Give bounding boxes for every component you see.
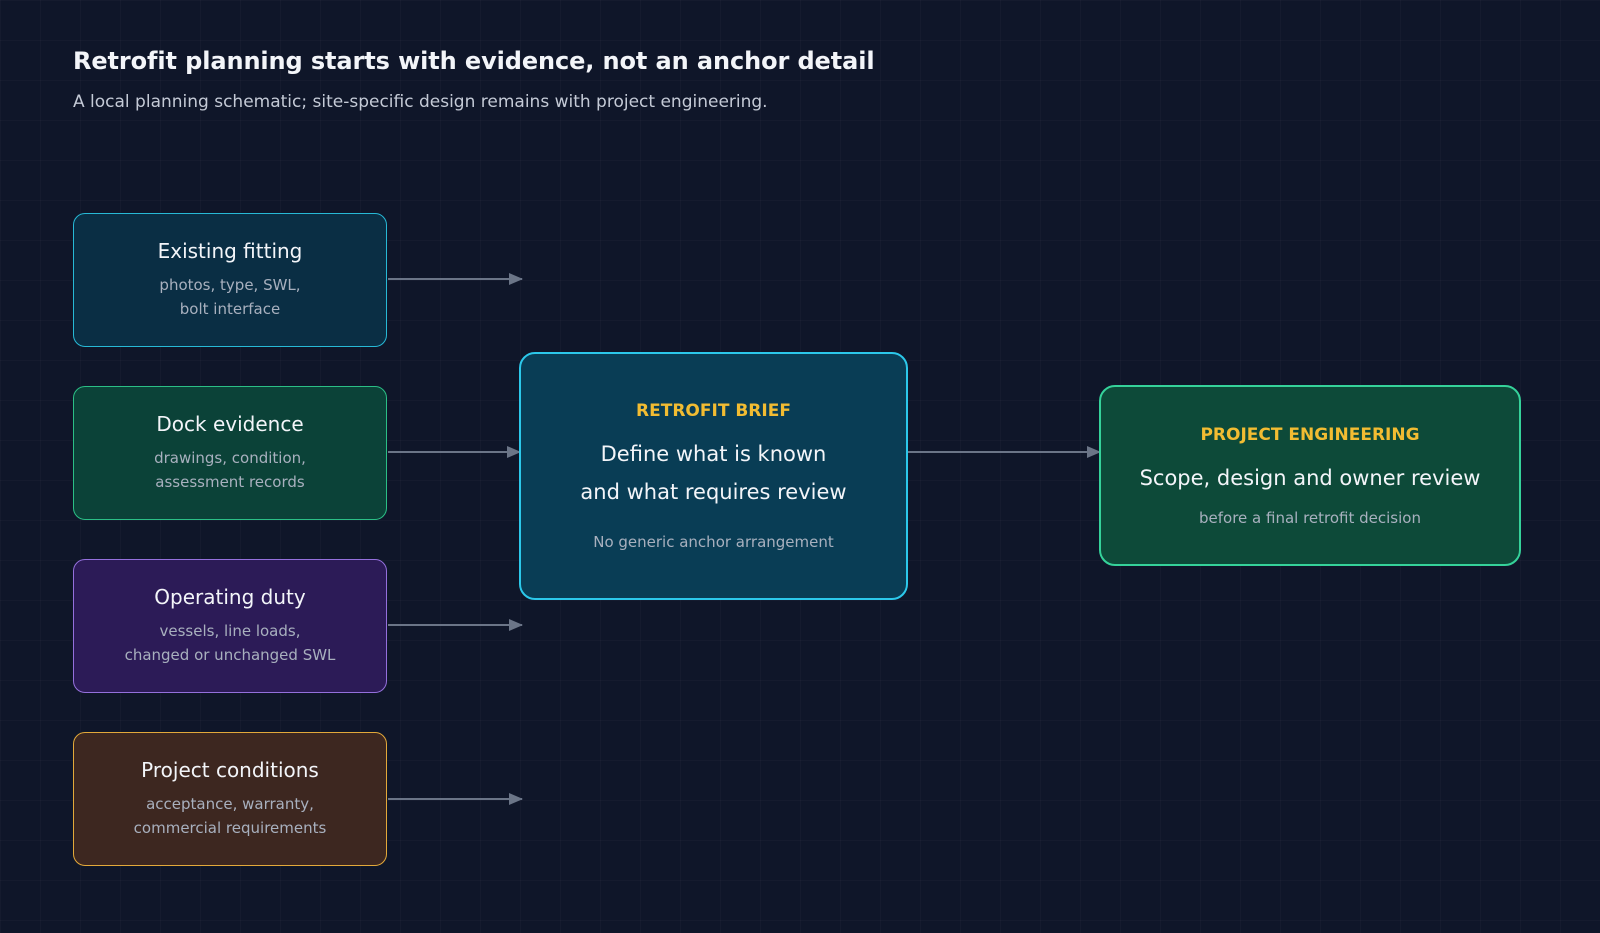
input-desc-line: drawings, condition, xyxy=(154,449,306,467)
input-title: Operating duty xyxy=(154,585,306,609)
input-project-conditions: Project conditions acceptance, warranty,… xyxy=(73,732,387,866)
input-desc-line: assessment records xyxy=(155,473,305,491)
project-engineering-box: PROJECT ENGINEERING Scope, design and ow… xyxy=(1099,385,1521,566)
retrofit-brief-box: RETROFIT BRIEF Define what is known and … xyxy=(519,352,908,600)
brief-kicker: RETROFIT BRIEF xyxy=(636,401,791,421)
brief-line: and what requires review xyxy=(580,480,847,504)
page-title: Retrofit planning starts with evidence, … xyxy=(73,47,875,75)
input-desc-line: photos, type, SWL, xyxy=(159,276,301,294)
input-title: Dock evidence xyxy=(156,412,304,436)
brief-note: No generic anchor arrangement xyxy=(593,533,834,551)
engineering-line: Scope, design and owner review xyxy=(1139,465,1481,490)
input-existing-fitting: Existing fitting photos, type, SWL, bolt… xyxy=(73,213,387,347)
brief-line: Define what is known xyxy=(600,442,827,466)
input-desc-line: vessels, line loads, xyxy=(159,622,301,640)
input-desc-line: acceptance, warranty, xyxy=(146,795,314,813)
page-subtitle: A local planning schematic; site-specifi… xyxy=(73,92,768,112)
input-title: Existing fitting xyxy=(157,239,303,263)
input-dock-evidence: Dock evidence drawings, condition, asses… xyxy=(73,386,387,520)
input-desc-line: changed or unchanged SWL xyxy=(124,646,336,664)
input-title: Project conditions xyxy=(141,758,319,782)
input-desc-line: bolt interface xyxy=(179,300,281,318)
engineering-kicker: PROJECT ENGINEERING xyxy=(1200,424,1420,445)
input-desc-line: commercial requirements xyxy=(133,819,327,837)
engineering-note: before a final retrofit decision xyxy=(1199,508,1421,527)
input-operating-duty: Operating duty vessels, line loads, chan… xyxy=(73,559,387,693)
